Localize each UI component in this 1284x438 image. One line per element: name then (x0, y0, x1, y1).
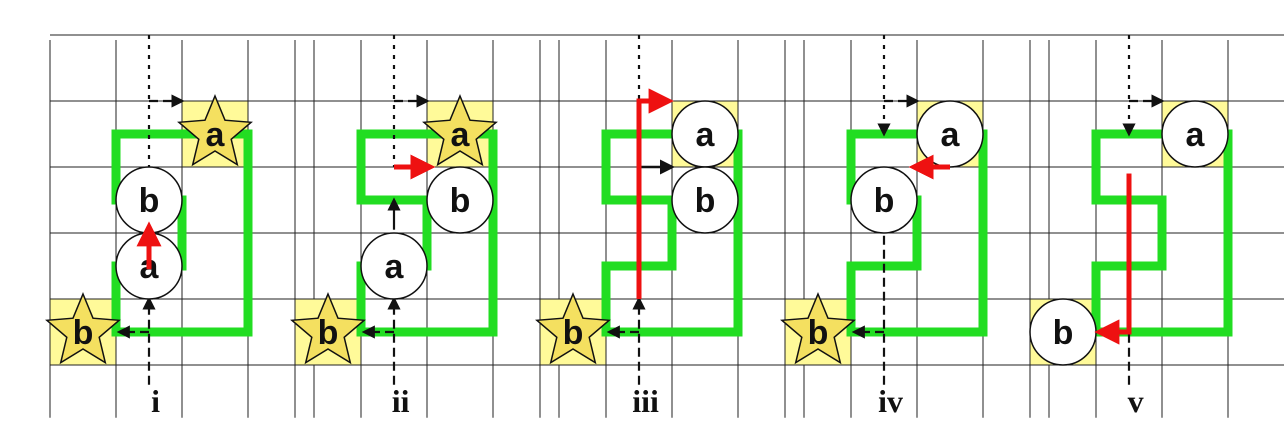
robot-label-a: a (696, 116, 716, 154)
robot-label-b: b (1053, 314, 1074, 352)
target-label-b: b (318, 314, 339, 352)
target-star-a (177, 94, 253, 167)
robot-label-b: b (695, 182, 716, 220)
panel-label: iii (632, 383, 659, 419)
red-move-path-top (1094, 173, 1132, 345)
robot-b (671, 166, 739, 234)
panel-label: ii (392, 383, 410, 419)
robot-label-b: b (450, 182, 471, 220)
target-star-b (45, 292, 121, 365)
target-label-b: b (563, 314, 584, 352)
panel-label: v (1128, 383, 1144, 419)
target-star-a (422, 94, 498, 167)
robot-b (426, 166, 494, 234)
robot-label-b: b (874, 182, 895, 220)
red-move-path-top (636, 88, 674, 299)
robot-b (850, 166, 918, 234)
target-star-b (780, 292, 856, 365)
robot-a (360, 232, 428, 300)
robot-label-b: b (139, 182, 160, 220)
panel-v: a b v (1029, 34, 1284, 419)
grid (294, 34, 560, 418)
target-label-b: b (808, 314, 829, 352)
robot-label-a: a (1186, 116, 1206, 154)
target-label-a: a (451, 116, 471, 154)
panel-label: iv (878, 383, 903, 419)
target-label-b: b (73, 314, 94, 352)
target-label-a: a (206, 116, 226, 154)
robot-label-a: a (385, 248, 405, 286)
target-star-b (535, 292, 611, 365)
green-region (1091, 129, 1233, 337)
robot-label-a: a (941, 116, 961, 154)
panel-iv: b a b iv (780, 34, 1050, 419)
panel-label: i (151, 383, 160, 419)
robot-a (1161, 100, 1229, 168)
target-star-b (290, 292, 366, 365)
